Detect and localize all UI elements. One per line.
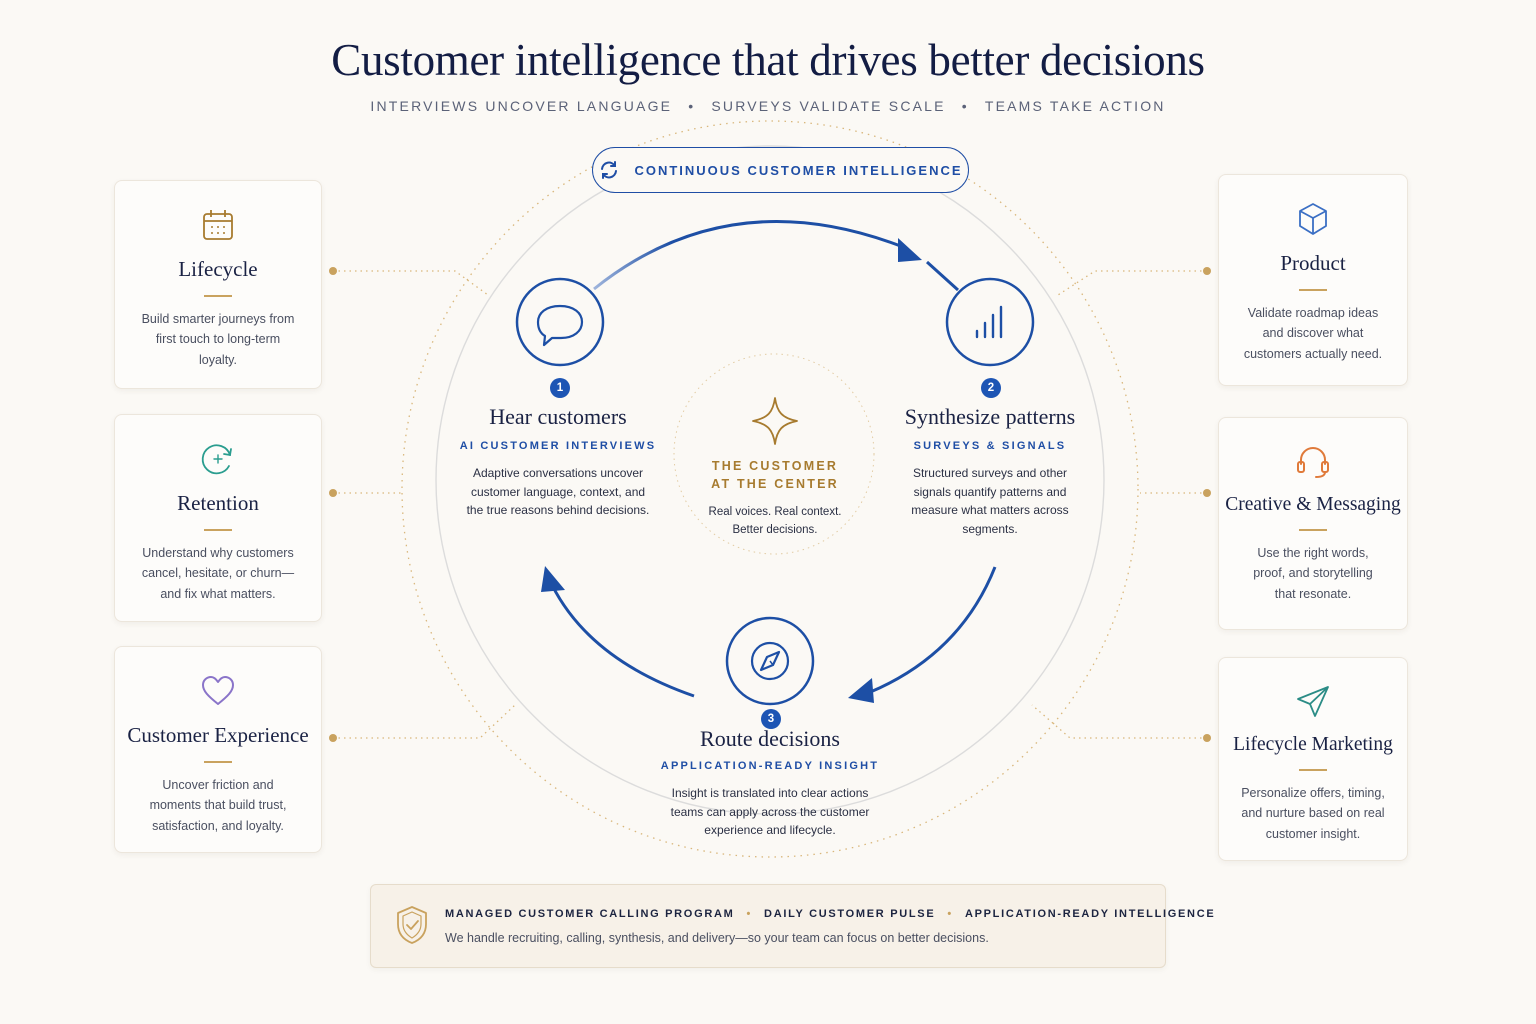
card-title: Retention <box>177 491 259 515</box>
left-connector-dots <box>329 267 337 742</box>
card-description: Understand why customers cancel, hesitat… <box>141 545 295 601</box>
sparkle-star-icon <box>752 397 798 445</box>
card-title: Lifecycle <box>178 257 258 281</box>
card-creative-messaging: Creative & Messaging Use the right words… <box>1218 417 1408 630</box>
step-2-title: Synthesize patterns <box>904 404 1076 429</box>
subtitle-item: INTERVIEWS UNCOVER LANGUAGE <box>370 98 673 114</box>
banner-item: MANAGED CUSTOMER CALLING PROGRAM <box>445 908 735 920</box>
step-1-description: Adaptive conversations uncover customer … <box>466 466 650 517</box>
step-2-subtitle: SURVEYS & SIGNALS <box>913 440 1067 452</box>
card-divider <box>1299 769 1327 771</box>
step-1-circle <box>515 277 605 367</box>
chat-bubble-icon <box>536 304 584 347</box>
card-title: Customer Experience <box>127 723 309 747</box>
banner-note: We handle recruiting, calling, synthesis… <box>445 931 989 945</box>
step-3-number: 3 <box>761 709 781 729</box>
card-divider <box>204 761 232 763</box>
card-divider <box>204 529 232 531</box>
step-1-number: 1 <box>550 378 570 398</box>
step-2-circle <box>945 277 1035 367</box>
subtitle-separator: • <box>688 98 696 114</box>
step-1-subtitle: AI CUSTOMER INTERVIEWS <box>459 440 657 452</box>
page-title: Customer intelligence that drives better… <box>331 35 1205 85</box>
shield-check-icon <box>397 906 427 944</box>
bar-chart-icon <box>975 305 1003 339</box>
banner-separator: • <box>947 908 953 920</box>
refresh-icon <box>601 161 618 179</box>
continuous-intelligence-pill: CONTINUOUS CUSTOMER INTELLIGENCE <box>592 147 969 193</box>
step-2-number: 2 <box>981 378 1001 398</box>
managed-program-banner: MANAGED CUSTOMER CALLING PROGRAM • DAILY C… <box>370 884 1214 968</box>
arrow-synthesize-to-route <box>867 566 997 695</box>
card-retention: Retention Understand why customers cance… <box>114 414 322 622</box>
card-lifecycle-marketing: Lifecycle Marketing Personalize offers, … <box>1218 657 1408 861</box>
subtitle-separator: • <box>961 98 969 114</box>
banner-item: DAILY CUSTOMER PULSE <box>764 908 936 920</box>
subtitle-item: TEAMS TAKE ACTION <box>984 98 1166 114</box>
pill-label: CONTINUOUS CUSTOMER INTELLIGENCE <box>634 162 963 178</box>
step-3-subtitle: APPLICATION-READY INSIGHT <box>660 760 880 772</box>
heart-icon <box>202 676 234 705</box>
arrowhead-bottom-right <box>848 678 874 703</box>
compass-icon <box>750 641 790 681</box>
calendar-icon <box>203 210 233 240</box>
card-lifecycle: Lifecycle Build smarter journeys from fi… <box>114 180 322 389</box>
banner-separator: • <box>746 908 753 920</box>
card-product: Product Validate roadmap ideas and disco… <box>1218 174 1408 386</box>
card-customer-experience: Customer Experience Uncover friction and… <box>114 646 322 853</box>
step-2-description: Structured surveys and other signals qua… <box>911 466 1069 536</box>
outer-dotted-ring <box>401 120 1139 858</box>
arrow-hear-to-synthesize <box>593 220 904 291</box>
arrow-tail-top <box>925 260 960 292</box>
paper-plane-icon <box>1297 686 1329 717</box>
card-divider <box>204 295 232 297</box>
right-connector-dots <box>1203 267 1211 742</box>
headset-icon <box>1297 447 1329 478</box>
left-connectors <box>333 270 516 739</box>
right-connectors <box>1031 270 1207 739</box>
subtitle: INTERVIEWS UNCOVER LANGUAGE • SURVEYS VALI… <box>0 98 1536 114</box>
card-divider <box>1299 529 1327 531</box>
step-3-title: Route decisions <box>700 726 840 751</box>
card-title: Lifecycle Marketing <box>1233 734 1393 755</box>
cube-icon <box>1299 203 1327 235</box>
card-description: Uncover friction and moments that build … <box>149 777 287 833</box>
step-3-description: Insight is translated into clear actions… <box>670 786 870 837</box>
banner-items: MANAGED CUSTOMER CALLING PROGRAM • DAILY C… <box>445 908 1215 920</box>
center-dotted-circle <box>673 353 875 555</box>
step-1-title: Hear customers <box>489 404 627 429</box>
card-divider <box>1299 289 1327 291</box>
center-description: Real voices. Real context. Better decisi… <box>708 506 842 536</box>
card-description: Build smarter journeys from first touch … <box>141 311 295 367</box>
card-description: Personalize offers, timing, and nurture … <box>1241 785 1385 841</box>
card-description: Validate roadmap ideas and discover what… <box>1243 305 1383 361</box>
inner-ring <box>435 145 1105 815</box>
card-title: Creative & Messaging <box>1225 494 1401 515</box>
subtitle-item: SURVEYS VALIDATE SCALE <box>711 98 946 114</box>
arrow-route-to-hear <box>550 584 695 698</box>
arrowhead-left <box>541 566 565 592</box>
banner-item: APPLICATION-READY INTELLIGENCE <box>964 908 1216 920</box>
card-description: Use the right words, proof, and storytel… <box>1253 545 1373 601</box>
arrowhead-top <box>898 238 922 262</box>
retention-cycle-icon <box>201 444 232 475</box>
card-title: Product <box>1280 251 1346 275</box>
center-title: THE CUSTOMER AT THE CENTER <box>711 459 839 491</box>
